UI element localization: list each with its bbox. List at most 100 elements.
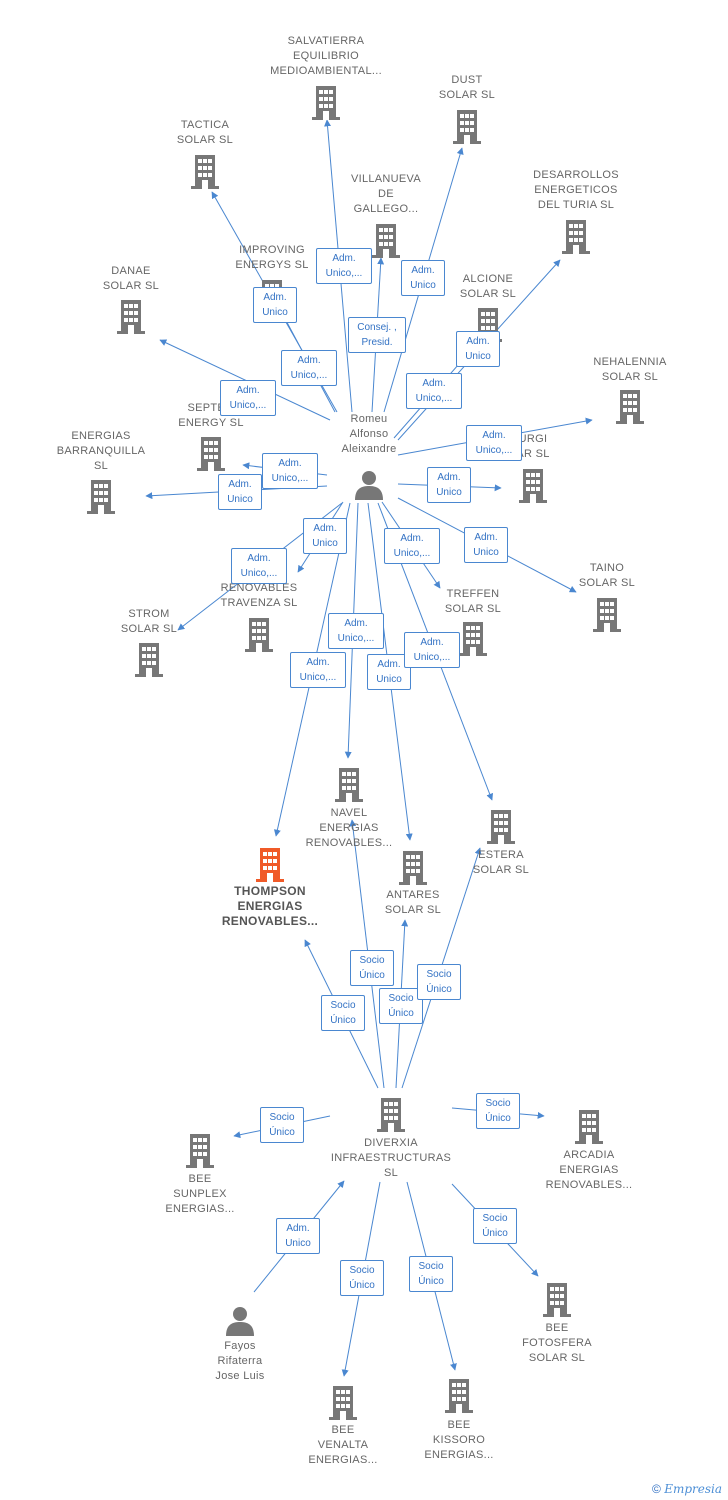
node-romeu[interactable]: Romeu Alfonso Aleixandre [342, 412, 397, 457]
relation-label-romeu-estera[interactable]: Adm. Unico,... [404, 632, 460, 668]
node-nehalennia[interactable]: NEHALENNIA SOLAR SL [593, 355, 666, 385]
node-label: ENERGIAS BARRANQUILLA SL [56, 430, 146, 472]
node-bee_sunplex[interactable]: BEE SUNPLEX ENERGIAS... [165, 1172, 234, 1217]
building-icon-bee_fotosfera[interactable] [543, 1283, 571, 1317]
relation-label-romeu-urgi[interactable]: Adm. Unico [427, 467, 471, 503]
node-label: TAINO SOLAR SL [578, 562, 636, 589]
relation-label-romeu-energias_barranquilla[interactable]: Adm. Unico [218, 474, 262, 510]
node-label: Fayos Rifaterra Jose Luis [215, 1340, 265, 1382]
relation-label-romeu-improving[interactable]: Adm. Unico,... [281, 350, 337, 386]
node-navel[interactable]: NAVEL ENERGIAS RENOVABLES... [306, 806, 393, 851]
building-icon-treffen[interactable] [459, 622, 487, 656]
building-icon-strom[interactable] [135, 643, 163, 677]
node-bee_kissoro[interactable]: BEE KISSORO ENERGIAS... [424, 1418, 493, 1463]
relation-label-diverxia-navel[interactable]: Socio Único [350, 950, 394, 986]
relation-label-romeu-dust[interactable]: Adm. Unico [401, 260, 445, 296]
relation-label-romeu-travenza[interactable]: Adm. Unico [303, 518, 347, 554]
person-icon-romeu[interactable] [355, 471, 383, 500]
node-energias_barranquilla[interactable]: ENERGIAS BARRANQUILLA SL [57, 429, 146, 474]
relation-label-romeu-tactica[interactable]: Adm. Unico [253, 287, 297, 323]
building-icon-salvatierra[interactable] [312, 86, 340, 120]
node-tactica[interactable]: TACTICA SOLAR SL [177, 118, 233, 148]
node-arcadia[interactable]: ARCADIA ENERGIAS RENOVABLES... [546, 1148, 633, 1193]
building-icon-dust[interactable] [453, 110, 481, 144]
relation-label-diverxia-thompson[interactable]: Socio Único [321, 995, 365, 1031]
node-fayos[interactable]: Fayos Rifaterra Jose Luis [215, 1339, 264, 1384]
node-strom[interactable]: STROM SOLAR SL [121, 607, 177, 637]
node-villanueva[interactable]: VILLANUEVA DE GALLEGO... [351, 172, 421, 217]
building-icon-estera[interactable] [487, 810, 515, 844]
node-alcione[interactable]: ALCIONE SOLAR SL [460, 272, 516, 302]
relation-label-romeu-thompson[interactable]: Adm. Unico,... [290, 652, 346, 688]
node-label: DESARROLLOS ENERGETICOS DEL TURIA SL [533, 169, 619, 211]
building-icon-bee_venalta[interactable] [329, 1386, 357, 1420]
relation-label-romeu-treffen[interactable]: Adm. Unico,... [384, 528, 440, 564]
relation-label-romeu-alcione[interactable]: Adm. Unico,... [406, 373, 462, 409]
relation-label-romeu-salvatierra[interactable]: Adm. Unico,... [316, 248, 372, 284]
relation-label-diverxia-bee_venalta[interactable]: Socio Único [409, 1256, 453, 1292]
relation-label-diverxia-antares[interactable]: Socio Único [379, 988, 423, 1024]
relation-label-romeu-navel[interactable]: Adm. Unico,... [328, 613, 384, 649]
node-label: Romeu Alfonso Aleixandre [341, 413, 397, 455]
building-icon-bee_kissoro[interactable] [445, 1379, 473, 1413]
relation-label-fayos-diverxia[interactable]: Adm. Unico [276, 1218, 320, 1254]
node-improving[interactable]: IMPROVING ENERGYS SL [235, 243, 308, 273]
relation-label-diverxia-bee_kissoro[interactable]: Socio Único [473, 1208, 517, 1244]
relation-label-romeu-taino[interactable]: Adm. Unico [464, 527, 508, 563]
relation-label-romeu-antares[interactable]: Adm. Unico [367, 654, 411, 690]
building-icon-taino[interactable] [593, 598, 621, 632]
footer-brand: © Empresia [652, 1482, 722, 1496]
copyright-symbol: © [652, 1482, 661, 1496]
empresia-logo: Empresia [664, 1482, 722, 1496]
node-estera[interactable]: ESTERA SOLAR SL [473, 848, 529, 878]
node-danae[interactable]: DANAE SOLAR SL [103, 264, 159, 294]
building-icon-urgi[interactable] [519, 469, 547, 503]
building-icon-diverxia[interactable] [377, 1098, 405, 1132]
building-icon-septem[interactable] [197, 437, 225, 471]
node-bee_fotosfera[interactable]: BEE FOTOSFERA SOLAR SL [522, 1321, 592, 1366]
node-label: ESTERA SOLAR SL [472, 849, 530, 876]
node-treffen[interactable]: TREFFEN SOLAR SL [445, 587, 501, 617]
relation-label-romeu-desarrollos[interactable]: Adm. Unico [456, 331, 500, 367]
node-diverxia[interactable]: DIVERXIA INFRAESTRUCTURAS SL [331, 1136, 451, 1181]
node-taino[interactable]: TAINO SOLAR SL [579, 561, 635, 591]
node-bee_venalta[interactable]: BEE VENALTA ENERGIAS... [308, 1423, 377, 1468]
building-icon-thompson[interactable] [256, 848, 284, 882]
node-label: ANTARES SOLAR SL [384, 889, 442, 916]
node-desarrollos[interactable]: DESARROLLOS ENERGETICOS DEL TURIA SL [533, 168, 619, 213]
relation-label-diverxia-arcadia[interactable]: Socio Único [476, 1093, 520, 1129]
building-icon-villanueva[interactable] [372, 224, 400, 258]
node-label: BEE FOTOSFERA SOLAR SL [522, 1322, 592, 1364]
node-label: TREFFEN SOLAR SL [444, 588, 502, 615]
building-icon-bee_sunplex[interactable] [186, 1134, 214, 1168]
relation-label-romeu-strom[interactable]: Adm. Unico,... [231, 548, 287, 584]
node-salvatierra[interactable]: SALVATIERRA EQUILIBRIO MEDIOAMBIENTAL... [270, 34, 382, 79]
building-icon-navel[interactable] [335, 768, 363, 802]
building-icon-tactica[interactable] [191, 155, 219, 189]
relation-label-romeu-villanueva[interactable]: Consej. , Presid. [348, 317, 406, 353]
relation-label-diverxia-bee_sunplex[interactable]: Socio Único [260, 1107, 304, 1143]
node-label: DANAE SOLAR SL [102, 265, 160, 292]
relation-label-diverxia-bee_fotosfera[interactable]: Socio Único [340, 1260, 384, 1296]
node-label: NAVEL ENERGIAS RENOVABLES... [305, 807, 393, 849]
node-label: STROM SOLAR SL [120, 608, 178, 635]
node-label: SALVATIERRA EQUILIBRIO MEDIOAMBIENTAL... [270, 35, 382, 77]
building-icon-energias_barranquilla[interactable] [87, 480, 115, 514]
building-icon-arcadia[interactable] [575, 1110, 603, 1144]
relation-label-romeu-nehalennia[interactable]: Adm. Unico,... [466, 425, 522, 461]
person-icon-fayos[interactable] [226, 1307, 254, 1336]
relation-label-romeu-septem[interactable]: Adm. Unico,... [262, 453, 318, 489]
node-travenza[interactable]: RENOVABLES TRAVENZA SL [220, 581, 297, 611]
node-antares[interactable]: ANTARES SOLAR SL [385, 888, 441, 918]
building-icon-desarrollos[interactable] [562, 220, 590, 254]
relation-label-romeu-danae[interactable]: Adm. Unico,... [220, 380, 276, 416]
building-icon-travenza[interactable] [245, 618, 273, 652]
node-label: NEHALENNIA SOLAR SL [593, 356, 667, 383]
building-icon-antares[interactable] [399, 851, 427, 885]
node-dust[interactable]: DUST SOLAR SL [439, 73, 495, 103]
relation-label-diverxia-estera[interactable]: Socio Único [417, 964, 461, 1000]
building-icon-danae[interactable] [117, 300, 145, 334]
node-thompson[interactable]: THOMPSON ENERGIAS RENOVABLES... [222, 884, 318, 929]
building-icon-nehalennia[interactable] [616, 390, 644, 424]
node-label: TACTICA SOLAR SL [176, 119, 234, 146]
